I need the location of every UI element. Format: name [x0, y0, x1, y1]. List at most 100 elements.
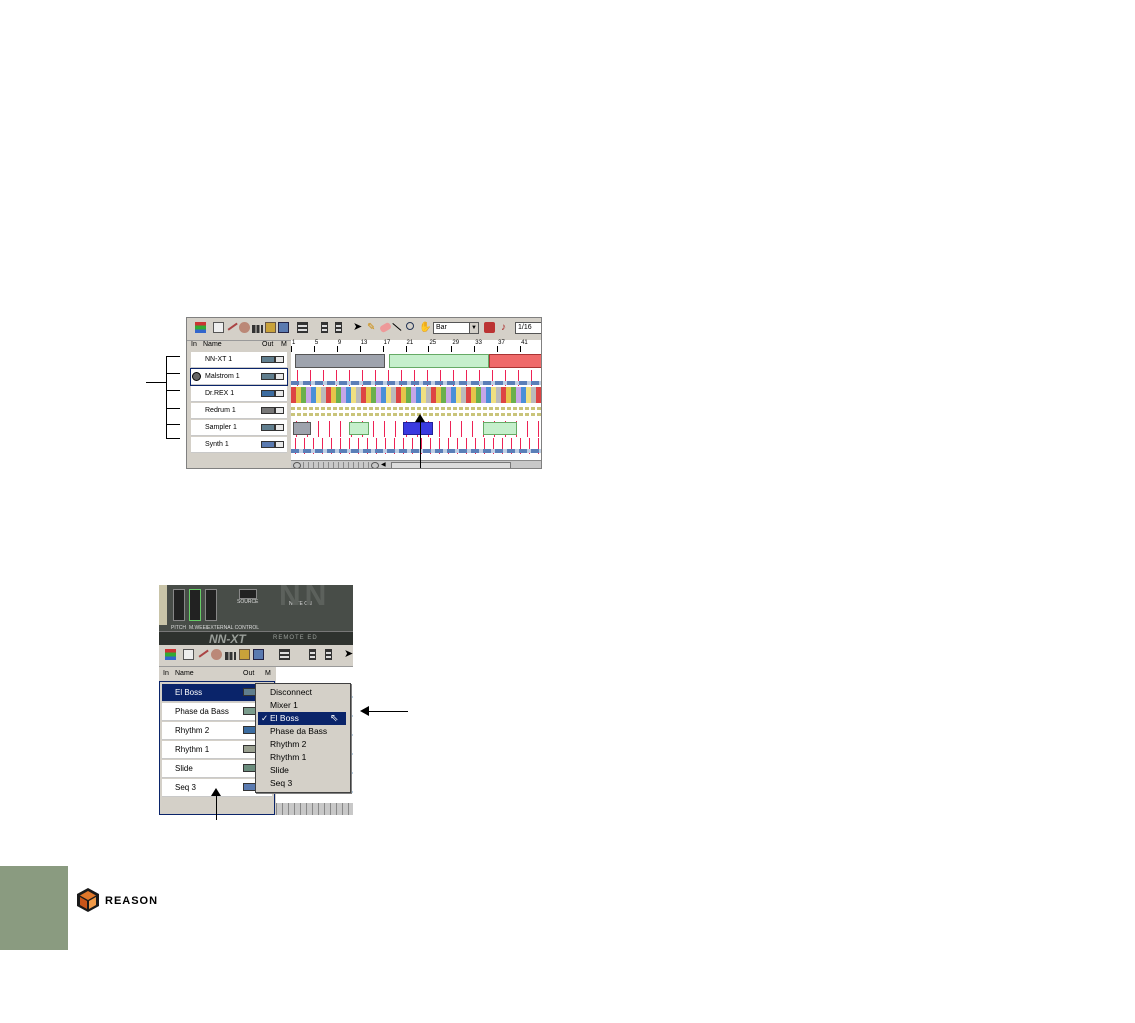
- mod-wheel[interactable]: [189, 589, 201, 621]
- tracks-icon[interactable]: [297, 322, 308, 333]
- arrow-tool-icon[interactable]: ➤: [344, 648, 353, 660]
- out-icon[interactable]: [261, 441, 275, 448]
- menu-item-label: El Boss: [270, 713, 299, 723]
- track-row[interactable]: Synth 1: [191, 437, 287, 453]
- drum-icon[interactable]: [239, 322, 250, 333]
- folder-icon[interactable]: [239, 649, 250, 660]
- track-row[interactable]: Rhythm 2: [162, 722, 272, 740]
- arrange-icon[interactable]: [183, 649, 194, 660]
- track-name: Malstrom 1: [205, 373, 240, 380]
- pattern-block[interactable]: [293, 422, 311, 435]
- bars-icon[interactable]: [225, 652, 236, 660]
- line-icon[interactable]: [196, 646, 209, 658]
- quantize-select[interactable]: 1/16: [515, 322, 541, 334]
- step-strip: [291, 407, 541, 410]
- midi-in-icon[interactable]: [192, 372, 201, 381]
- ruler-tick: [359, 346, 361, 352]
- external-wheel[interactable]: [205, 589, 217, 621]
- track-row[interactable]: Slide: [162, 760, 272, 778]
- zoom-slider[interactable]: [303, 462, 369, 468]
- chevron-down-icon[interactable]: [275, 390, 284, 397]
- scroll-left-icon[interactable]: ◀: [381, 462, 386, 468]
- out-icon[interactable]: [261, 424, 275, 431]
- nnxt-watermark: NN: [279, 585, 331, 612]
- tracks-icon[interactable]: [279, 649, 290, 660]
- menu-item-phase-da-bass[interactable]: Phase da Bass: [258, 725, 346, 738]
- track-row[interactable]: Redrum 1: [191, 403, 287, 419]
- lane-nnxt[interactable]: [291, 353, 541, 369]
- magnify-icon[interactable]: [406, 322, 414, 330]
- note-icon[interactable]: ♪: [501, 322, 506, 333]
- rack-icon[interactable]: [195, 322, 206, 333]
- zoom-out-icon[interactable]: [293, 462, 301, 468]
- arrange-lanes[interactable]: [291, 352, 541, 460]
- eraser-icon[interactable]: [378, 321, 393, 334]
- zoom-slider-2[interactable]: [276, 803, 353, 815]
- out-icon[interactable]: [261, 390, 275, 397]
- lane-icon[interactable]: [309, 649, 316, 660]
- out-icon[interactable]: [261, 356, 275, 363]
- track-row[interactable]: Rhythm 1: [162, 741, 272, 759]
- pattern-block[interactable]: [483, 422, 517, 435]
- scroll-thumb[interactable]: [391, 462, 511, 468]
- folder-icon[interactable]: [265, 322, 276, 333]
- window-icon[interactable]: [253, 649, 264, 660]
- out-icon[interactable]: [261, 407, 275, 414]
- snap-icon[interactable]: [484, 322, 495, 333]
- arrow-up-icon: [415, 414, 425, 422]
- lane-drrex[interactable]: [291, 387, 541, 403]
- pattern-block[interactable]: [403, 422, 433, 435]
- hand-icon[interactable]: ✋: [419, 322, 432, 333]
- track-row[interactable]: El Boss: [162, 684, 272, 702]
- menu-item-label: Mixer 1: [270, 700, 298, 710]
- callout-bracket: [166, 356, 167, 438]
- menu-item-label: Slide: [270, 765, 289, 775]
- rack-icon[interactable]: [165, 649, 176, 660]
- lane-malstrom[interactable]: [291, 370, 541, 386]
- chevron-down-icon[interactable]: [275, 407, 284, 414]
- track-row[interactable]: Sampler 1: [191, 420, 287, 436]
- track-row[interactable]: Malstrom 1: [190, 368, 288, 386]
- lane-icon[interactable]: [321, 322, 328, 333]
- pattern-block[interactable]: [389, 354, 489, 368]
- menu-item-slide[interactable]: Slide: [258, 764, 346, 777]
- chevron-down-icon[interactable]: [275, 441, 284, 448]
- pitch-wheel[interactable]: [173, 589, 185, 621]
- lane2-icon[interactable]: [335, 322, 342, 333]
- track-row[interactable]: NN-XT 1: [191, 352, 287, 368]
- lane2-icon[interactable]: [325, 649, 332, 660]
- chevron-down-icon[interactable]: [275, 373, 284, 380]
- window-icon[interactable]: [278, 322, 289, 333]
- drum-icon[interactable]: [211, 649, 222, 660]
- lane-sampler[interactable]: [291, 421, 541, 437]
- pattern-block[interactable]: [489, 354, 541, 368]
- line-icon[interactable]: [225, 319, 238, 331]
- arrow-tool-icon[interactable]: ➤: [353, 321, 363, 333]
- ruler-tick: [474, 346, 476, 352]
- menu-item-seq-3[interactable]: Seq 3: [258, 777, 346, 790]
- pencil-icon[interactable]: ✎: [367, 322, 376, 333]
- chevron-down-icon[interactable]: [275, 424, 284, 431]
- lane-synth[interactable]: [291, 438, 541, 454]
- horizontal-scrollbar[interactable]: ◀: [291, 460, 541, 468]
- out-icon[interactable]: [261, 373, 275, 380]
- zoom-in-icon[interactable]: [371, 462, 379, 468]
- line-tool-icon[interactable]: [392, 319, 405, 331]
- menu-item-disconnect[interactable]: Disconnect: [258, 686, 346, 699]
- track-row[interactable]: Phase da Bass: [162, 703, 272, 721]
- menu-item-rhythm-2[interactable]: Rhythm 2: [258, 738, 346, 751]
- chevron-down-icon[interactable]: [275, 356, 284, 363]
- track-row[interactable]: Dr.REX 1: [191, 386, 287, 402]
- snap-select[interactable]: Bar ▼: [433, 322, 479, 334]
- pattern-block[interactable]: [295, 354, 385, 368]
- bars-icon[interactable]: [252, 325, 263, 333]
- menu-item-rhythm-1[interactable]: Rhythm 1: [258, 751, 346, 764]
- pattern-block[interactable]: [349, 422, 369, 435]
- ruler-mark: 9: [337, 340, 342, 346]
- arrange-icon[interactable]: [213, 322, 224, 333]
- source-button[interactable]: [239, 589, 257, 599]
- chevron-down-icon[interactable]: ▼: [469, 323, 478, 333]
- callout-tick: [166, 424, 180, 425]
- menu-item-el-boss[interactable]: ✓ El Boss ⇖: [258, 712, 346, 725]
- menu-item-mixer[interactable]: Mixer 1: [258, 699, 346, 712]
